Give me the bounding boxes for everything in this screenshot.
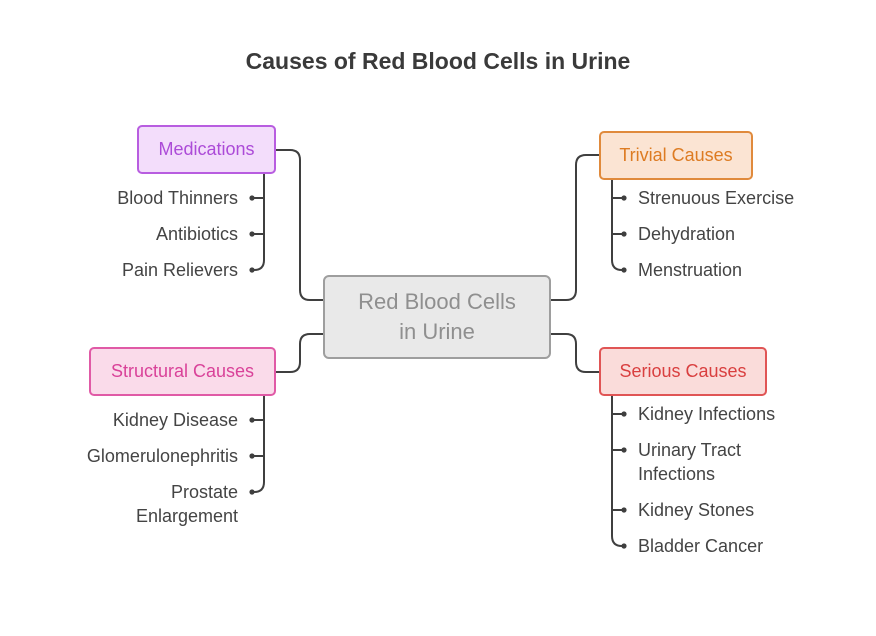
center-label-line1: Red Blood Cells — [358, 289, 516, 314]
item-antibiotics: Antibiotics — [155, 224, 238, 244]
connector-center-trivial — [550, 154, 600, 301]
center-node: Red Blood Cells in Urine — [323, 275, 551, 359]
item-dehydration: Dehydration — [638, 224, 736, 244]
item-kidney-infections: Kidney Infections — [638, 404, 776, 424]
item-prostate-enlargement: Prostate Enlargement — [135, 482, 238, 526]
diagram-title: Causes of Red Blood Cells in Urine — [245, 48, 631, 74]
center-label-line2: in Urine — [399, 319, 475, 344]
category-structural-causes: Structural Causes — [89, 347, 276, 396]
item-menstruation: Menstruation — [638, 260, 743, 280]
connector-center-medications — [275, 149, 324, 301]
category-trivial-causes: Trivial Causes — [599, 131, 753, 180]
item-kidney-stones: Kidney Stones — [638, 500, 755, 520]
item-pain-relievers: Pain Relievers — [121, 260, 238, 280]
item-urinary-tract-infections: Urinary Tract Infections — [638, 440, 742, 484]
item-kidney-disease: Kidney Disease — [112, 410, 238, 430]
connector-center-structural — [275, 333, 324, 373]
item-strenuous-exercise: Strenuous Exercise — [638, 188, 795, 208]
item-glomerulonephritis: Glomerulonephritis — [86, 446, 238, 466]
bracket-trivial — [611, 179, 625, 271]
item-blood-thinners: Blood Thinners — [117, 188, 238, 208]
bracket-medications — [251, 173, 265, 271]
connector-center-serious — [550, 333, 600, 373]
item-bladder-cancer: Bladder Cancer — [638, 536, 764, 556]
bracket-structural — [251, 395, 265, 493]
category-medications: Medications — [137, 125, 276, 174]
bracket-serious — [611, 395, 625, 547]
category-serious-causes: Serious Causes — [599, 347, 767, 396]
